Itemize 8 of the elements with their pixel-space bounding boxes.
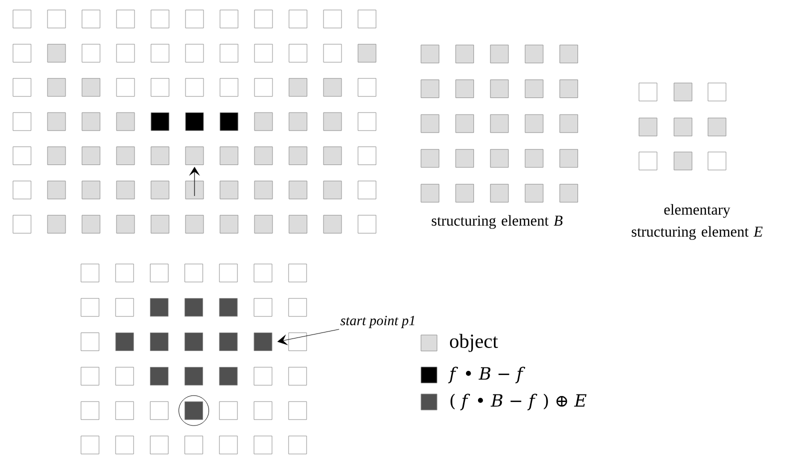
caption: elementary structuring element E (632, 204, 763, 240)
legend-text: object (450, 334, 498, 352)
caption: structuring element B (432, 215, 562, 229)
legend-text: ( f • B − f ) ⊕ E (450, 394, 586, 410)
legend-text: f • B − f (448, 366, 526, 384)
pixel-square (254, 332, 272, 352)
annotation-text: start point p1 (340, 316, 414, 328)
leader-line (278, 329, 340, 345)
